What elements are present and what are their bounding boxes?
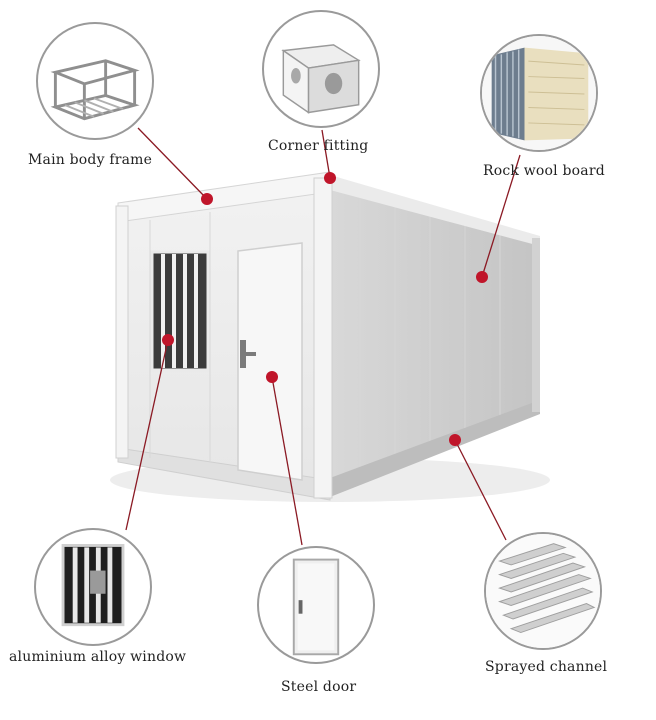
sprayed-channel-label: Sprayed channel	[485, 659, 608, 675]
main-body-frame-label: Main body frame	[28, 152, 153, 168]
marker-door	[266, 371, 278, 383]
rock-wool-board-label: Rock wool board	[483, 163, 605, 179]
marker-rock	[476, 271, 488, 283]
aluminium-alloy-window-thumbnail	[34, 528, 152, 646]
sprayed-channel-thumbnail	[484, 532, 602, 650]
marker-channel	[449, 434, 461, 446]
aluminium-alloy-window-label: aluminium alloy window	[9, 649, 187, 665]
marker-corner	[324, 172, 336, 184]
rock-wool-board-thumbnail	[480, 34, 598, 152]
door	[237, 242, 303, 481]
main-body-frame-thumbnail	[36, 22, 154, 140]
steel-door-thumbnail	[257, 546, 375, 664]
marker-frame	[201, 193, 213, 205]
steel-door-label: Steel door	[281, 679, 357, 695]
marker-window	[162, 334, 174, 346]
corner-fitting-label: Corner fitting	[268, 138, 369, 154]
window	[150, 250, 210, 372]
corner-fitting-thumbnail	[262, 10, 380, 128]
